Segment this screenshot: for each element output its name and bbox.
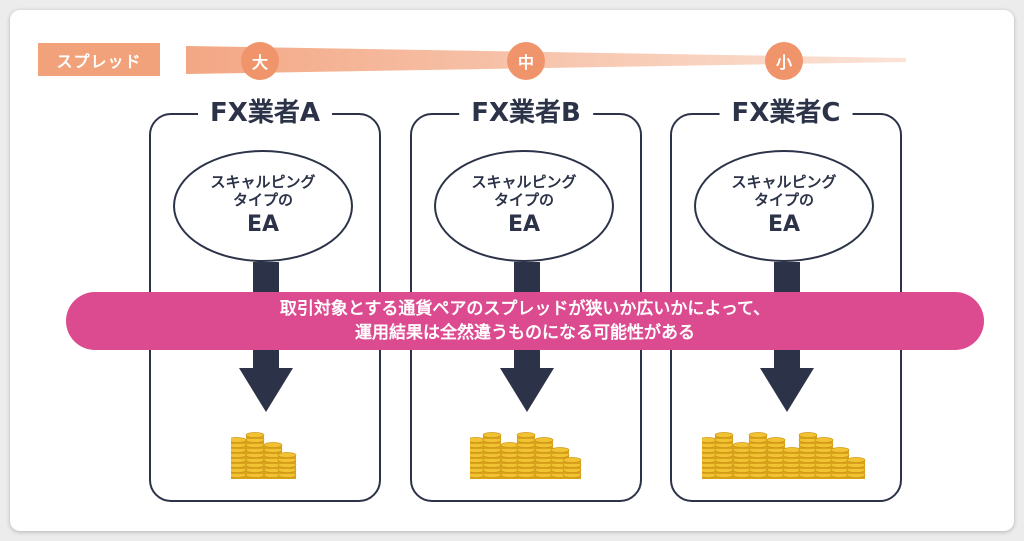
coin-stack [732, 442, 752, 479]
summary-banner: 取引対象とする通貨ペアのスプレッドが狭いか広いかによって、 運用結果は全然違うも… [66, 292, 984, 350]
spread-level-large: 大 [241, 42, 279, 80]
ea-label-line3: EA [246, 212, 280, 237]
spread-label: スプレッド [38, 43, 160, 76]
coin-stack [830, 447, 850, 479]
coin-stack [277, 452, 297, 479]
banner-line1: 取引対象とする通貨ペアのスプレッドが狭いか広いかによって、 [279, 299, 771, 319]
coin-stack [516, 432, 536, 479]
broker-b-title: FX業者B [459, 96, 593, 130]
coin-stack [714, 432, 734, 479]
ea-label-line3: EA [507, 212, 541, 237]
coin-stack [814, 437, 834, 479]
broker-a-ea: スキャルピング タイプの EA [173, 150, 353, 262]
ea-label-line2: タイプの [753, 191, 814, 209]
ea-label-line2: タイプの [493, 191, 554, 209]
coin-stack [766, 437, 786, 479]
broker-b-ea: スキャルピング タイプの EA [434, 150, 614, 262]
coin-stack-icon [470, 432, 582, 479]
spread-gradient-bar [186, 46, 906, 74]
ea-label-line1: スキャルピング [731, 173, 837, 191]
coin-stack [798, 432, 818, 479]
ea-label-line2: タイプの [232, 191, 293, 209]
ea-label-line1: スキャルピング [210, 173, 316, 191]
coin-stack [562, 457, 582, 479]
broker-a-title: FX業者A [198, 96, 332, 130]
coin-stack [534, 437, 554, 479]
coin-stack [470, 437, 486, 479]
ea-label-line1: スキャルピング [471, 173, 577, 191]
banner-line2: 運用結果は全然違うものになる可能性がある [355, 323, 695, 343]
coin-stack [782, 447, 802, 479]
coin-stack [846, 457, 866, 479]
coin-stack [263, 442, 283, 479]
coin-stack [748, 432, 768, 479]
spread-level-small: 小 [765, 42, 803, 80]
coin-stack [550, 447, 570, 479]
coin-stack [245, 432, 265, 479]
ea-label-line3: EA [767, 212, 801, 237]
coin-stack [482, 432, 502, 479]
coin-stack-icon [231, 432, 297, 479]
coin-stack-icon [702, 432, 866, 479]
spread-level-medium: 中 [507, 42, 545, 80]
coin-stack [702, 437, 718, 479]
broker-c-ea: スキャルピング タイプの EA [694, 150, 874, 262]
coin-stack [231, 437, 247, 479]
broker-c-title: FX業者C [719, 96, 853, 130]
coin-stack [500, 442, 520, 479]
